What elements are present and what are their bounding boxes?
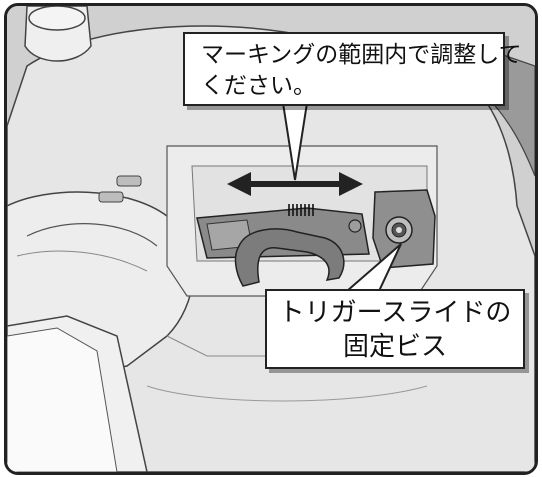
grip-contour	[26, 223, 158, 247]
screw-callout-line-1: トリガースライドの	[278, 298, 512, 328]
screw-callout-line-2: 固定ビス	[342, 332, 447, 362]
lower-body-inner	[7, 327, 118, 472]
adjust-callout-line-2: ください。	[201, 73, 316, 99]
double-headed-arrow-icon	[227, 172, 363, 196]
screw-icon	[372, 189, 436, 269]
switch-2	[98, 191, 124, 203]
grip-contour-2	[16, 250, 148, 272]
illustration-frame: マーキングの範囲内で調整して ください。 トリガースライドの 固定ビス	[4, 3, 538, 475]
adjust-range-callout: マーキングの範囲内で調整して ください。	[183, 32, 522, 106]
switch-1	[116, 175, 142, 187]
adjust-callout-line-1: マーキングの範囲内で調整して	[201, 42, 522, 68]
trigger-slide-mechanism	[196, 204, 370, 287]
stick-cap	[28, 6, 86, 31]
fixing-screw-callout: トリガースライドの 固定ビス	[265, 289, 525, 369]
shell-seam-2	[146, 385, 428, 402]
